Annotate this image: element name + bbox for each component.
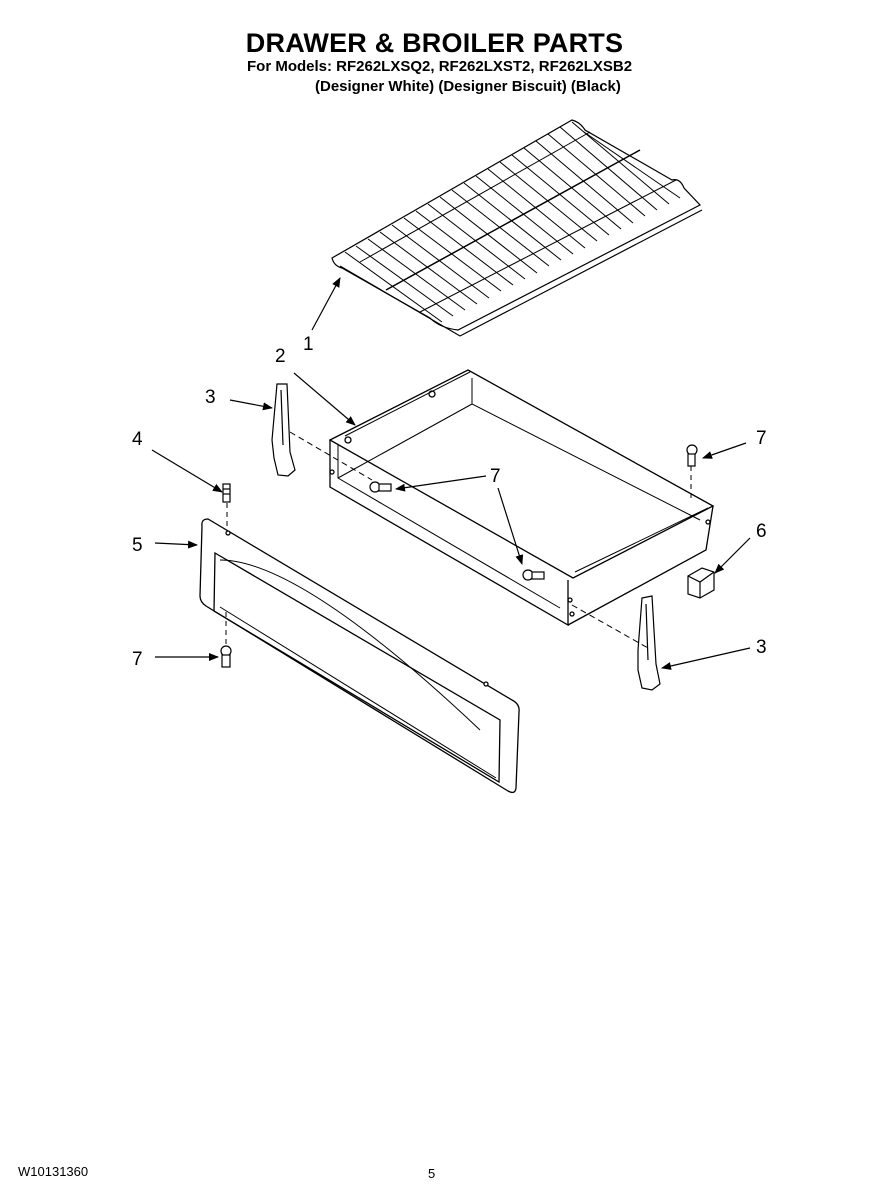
callout-6: 6 bbox=[756, 521, 767, 542]
document-number: W10131360 bbox=[18, 1164, 89, 1179]
page-title: DRAWER & BROILER PARTS bbox=[245, 28, 624, 58]
leader-arrow-7-right bbox=[702, 442, 747, 459]
leader-arrow-3-right bbox=[661, 647, 751, 670]
stud bbox=[222, 483, 231, 503]
leader-arrow-6 bbox=[714, 537, 751, 574]
screw bbox=[220, 645, 232, 668]
screw bbox=[686, 444, 698, 467]
drawer-slide-left bbox=[271, 383, 296, 477]
assembly-line bbox=[289, 431, 373, 481]
page-number: 5 bbox=[428, 1166, 436, 1181]
leader-arrow-3-left bbox=[229, 399, 273, 411]
leader-arrow-5 bbox=[154, 540, 198, 549]
callout-7-right: 7 bbox=[756, 428, 767, 449]
leader-arrow-4 bbox=[151, 449, 223, 493]
bracket bbox=[687, 567, 715, 599]
leader-arrow-7-center bbox=[395, 475, 487, 492]
drawer-pan bbox=[328, 369, 715, 627]
broiler-rack bbox=[331, 119, 703, 337]
leader-arrow-1 bbox=[311, 277, 341, 331]
callout-2: 2 bbox=[275, 346, 286, 367]
callout-7-center: 7 bbox=[490, 466, 501, 487]
screw bbox=[369, 481, 392, 493]
leader-arrow-2 bbox=[293, 372, 356, 426]
drawer-front-panel bbox=[199, 518, 520, 794]
variants-line: (Designer White) (Designer Biscuit) (Bla… bbox=[315, 78, 621, 95]
callout-1: 1 bbox=[303, 334, 314, 355]
leader-arrows bbox=[151, 277, 751, 670]
callout-7-left: 7 bbox=[132, 649, 143, 670]
leader-arrow-7-lower bbox=[497, 487, 524, 565]
callout-5: 5 bbox=[132, 535, 143, 556]
callout-3-left: 3 bbox=[205, 387, 216, 408]
screw bbox=[522, 569, 545, 581]
assembly-line bbox=[571, 604, 649, 649]
callout-3-right: 3 bbox=[756, 637, 767, 658]
callout-4: 4 bbox=[132, 429, 143, 450]
drawer-slide-right bbox=[637, 595, 661, 691]
models-line: For Models: RF262LXSQ2, RF262LXST2, RF26… bbox=[247, 58, 633, 75]
